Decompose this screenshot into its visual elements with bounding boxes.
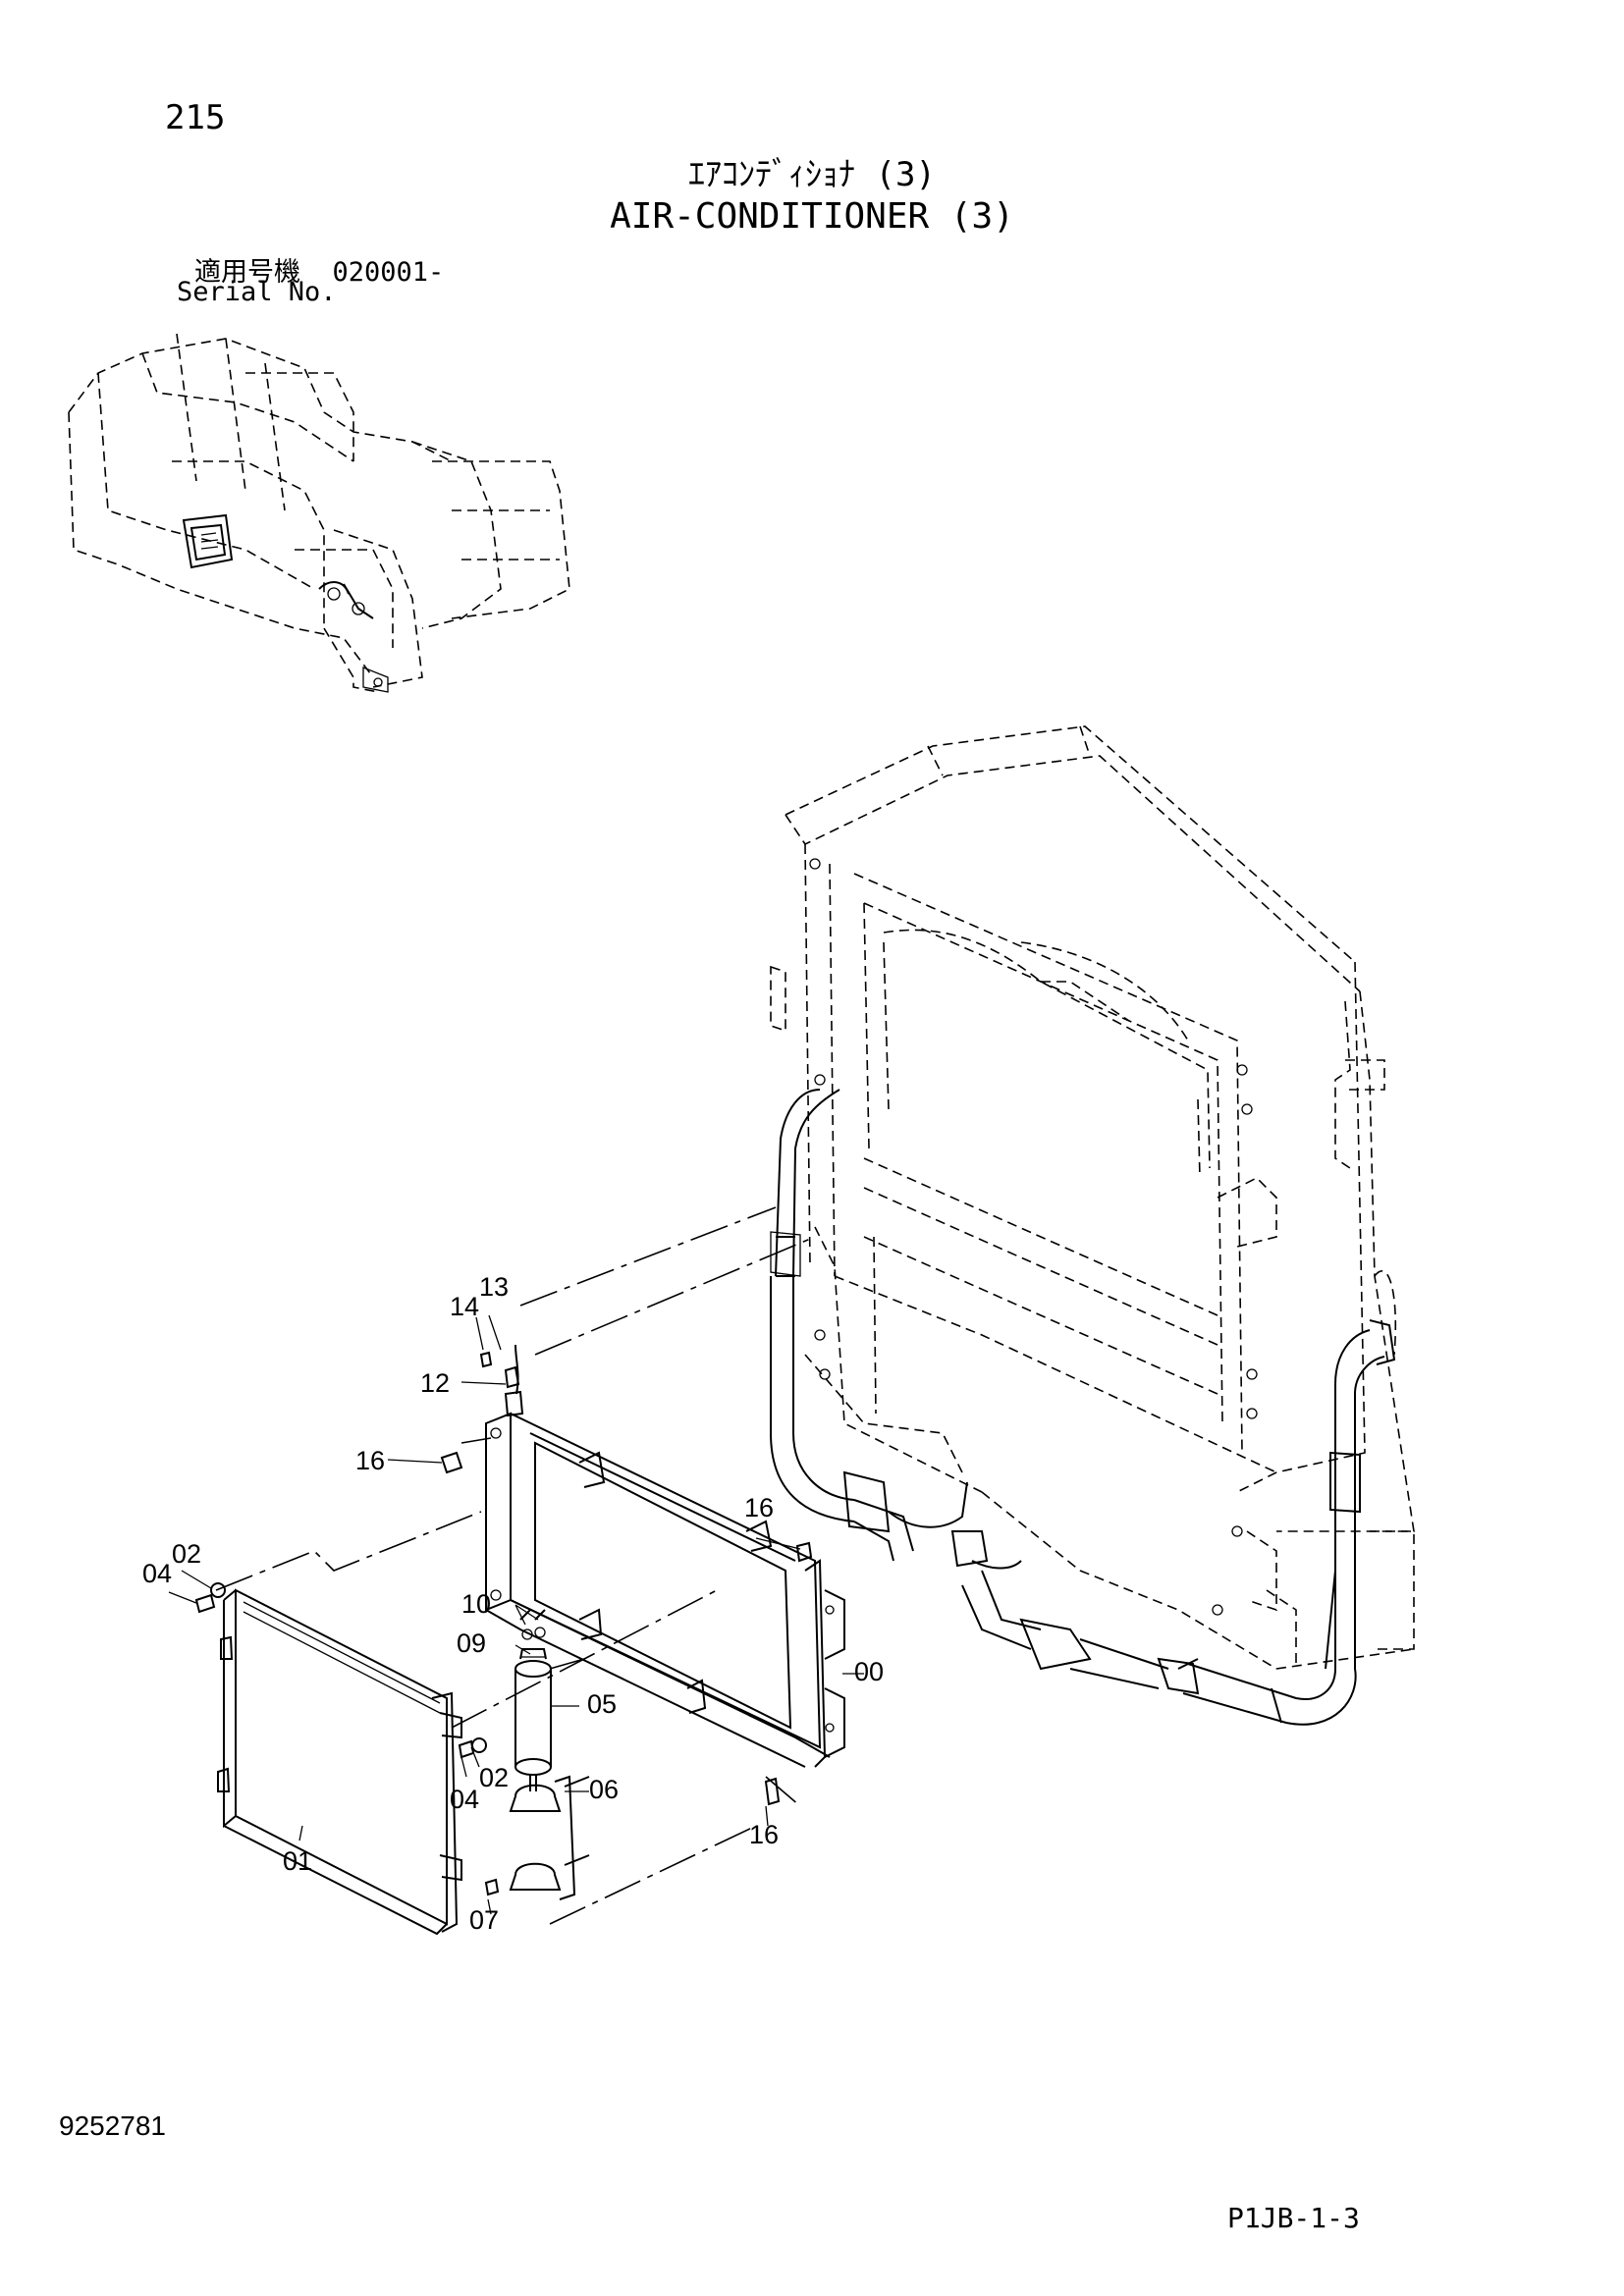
callout-13: 13 [479,1272,509,1302]
serial-number-value: 020001- [332,257,445,288]
sensor-parts-12-13-14 [479,1344,524,1417]
callout-09: 09 [457,1629,486,1658]
callout-04-lower: 04 [450,1785,479,1814]
callout-00: 00 [854,1657,884,1686]
callout-01: 01 [283,1846,312,1876]
callout-16-bottom: 16 [749,1820,779,1849]
callout-07: 07 [469,1905,499,1935]
callout-04: 04 [142,1559,172,1588]
bracket-frame-part-00 [485,1412,845,1768]
page-code: P1JB-1-3 [1227,2202,1360,2234]
callout-02: 02 [172,1539,201,1569]
receiver-drier-part-05 [514,1648,552,1791]
locator-thumbnail [68,333,570,693]
page-title-japanese: ｴｱｺﾝﾃﾞｨｼｮﾅ (3) [688,155,936,194]
radiator-frame [770,725,1415,1670]
callout-02-lower: 02 [479,1763,509,1792]
condenser-part-01 [217,1588,462,1936]
reference-lines [215,1206,816,1925]
callout-16-right: 16 [744,1493,774,1522]
document-number: 9252781 [59,2110,167,2141]
callout-10: 10 [461,1589,491,1619]
page-number: 215 [165,98,226,137]
callout-12: 12 [420,1368,450,1398]
callout-labels: 00 01 02 02 04 04 05 06 07 09 10 12 13 1… [142,1272,884,1935]
serial-label-japanese: 適用号機 020001- [194,250,444,289]
leader-lines [168,1314,864,1915]
fasteners [194,1451,813,1896]
clamp-parts-06 [509,1775,590,1900]
serial-label-jp-text: 適用号機 [194,257,300,288]
callout-14: 14 [450,1292,479,1321]
callout-06: 06 [589,1775,619,1804]
coolant-hoses [770,1089,1396,1726]
serial-label-english: Serial No. [177,277,337,307]
callout-05: 05 [587,1689,617,1719]
callout-16-left: 16 [355,1446,385,1475]
page-title-english: AIR-CONDITIONER (3) [610,196,1014,237]
